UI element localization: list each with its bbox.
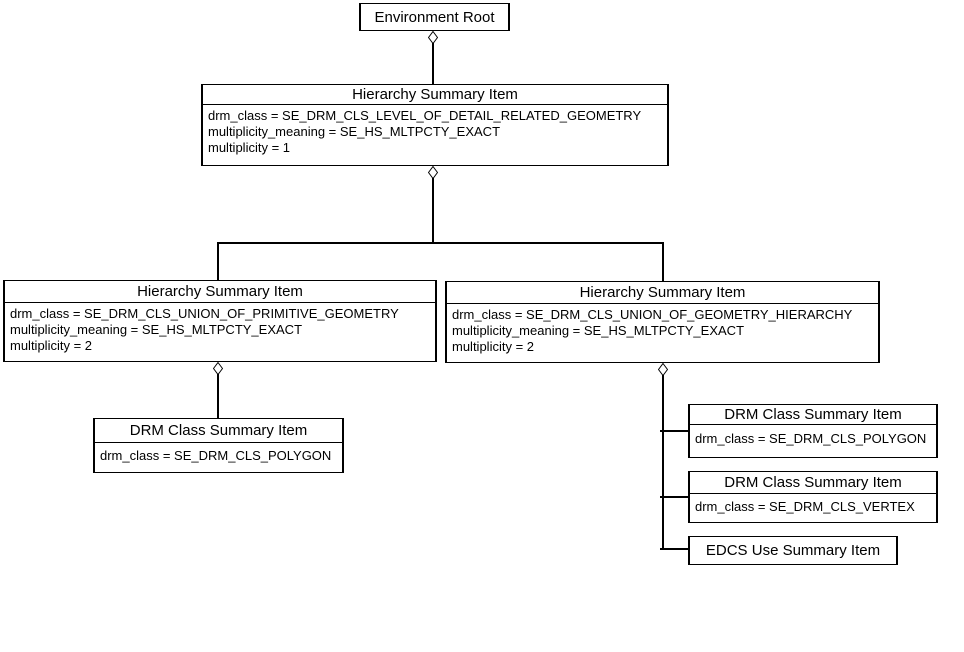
- attribute-drm-class: drm_class = SE_DRM_CLS_VERTEX: [695, 499, 915, 514]
- class-node-hierarchy-summary-item-root: Hierarchy Summary Item drm_class = SE_DR…: [201, 84, 669, 166]
- connector-line: [432, 43, 434, 84]
- node-title: EDCS Use Summary Item: [705, 542, 881, 559]
- node-title: Hierarchy Summary Item: [447, 282, 878, 304]
- attribute-multiplicity-meaning: multiplicity_meaning = SE_HS_MLTPCTY_EXA…: [10, 322, 303, 337]
- connector-line: [660, 496, 688, 498]
- attribute-drm-class: drm_class = SE_DRM_CLS_POLYGON: [100, 448, 332, 463]
- class-node-environment-root: Environment Root: [359, 3, 510, 31]
- node-title: Environment Root: [374, 8, 495, 26]
- class-node-drm-class-summary-item-polygon: DRM Class Summary Item drm_class = SE_DR…: [688, 404, 938, 458]
- attribute-drm-class: drm_class = SE_DRM_CLS_LEVEL_OF_DETAIL_R…: [208, 108, 642, 123]
- attribute-multiplicity: multiplicity = 1: [208, 140, 290, 155]
- attribute-multiplicity-meaning: multiplicity_meaning = SE_HS_MLTPCTY_EXA…: [208, 124, 501, 139]
- attribute-drm-class: drm_class = SE_DRM_CLS_UNION_OF_PRIMITIV…: [10, 306, 399, 321]
- attribute-multiplicity: multiplicity = 2: [452, 339, 534, 354]
- class-node-hierarchy-summary-item-left: Hierarchy Summary Item drm_class = SE_DR…: [3, 280, 437, 362]
- node-attributes: drm_class = SE_DRM_CLS_VERTEX: [690, 494, 936, 515]
- class-node-hierarchy-summary-item-right: Hierarchy Summary Item drm_class = SE_DR…: [445, 281, 880, 363]
- class-node-drm-class-summary-item-left: DRM Class Summary Item drm_class = SE_DR…: [93, 418, 344, 473]
- node-attributes: drm_class = SE_DRM_CLS_UNION_OF_GEOMETRY…: [447, 304, 878, 355]
- node-title: Hierarchy Summary Item: [5, 281, 435, 303]
- attribute-multiplicity: multiplicity = 2: [10, 338, 92, 353]
- attribute-multiplicity-meaning: multiplicity_meaning = SE_HS_MLTPCTY_EXA…: [452, 323, 745, 338]
- connector-line: [662, 242, 664, 281]
- attribute-drm-class: drm_class = SE_DRM_CLS_POLYGON: [695, 431, 927, 446]
- connector-line: [660, 548, 688, 550]
- node-title: DRM Class Summary Item: [690, 405, 936, 425]
- node-attributes: drm_class = SE_DRM_CLS_POLYGON: [690, 425, 936, 447]
- connector-line: [217, 242, 219, 280]
- node-attributes: drm_class = SE_DRM_CLS_POLYGON: [95, 443, 342, 464]
- node-attributes: drm_class = SE_DRM_CLS_LEVEL_OF_DETAIL_R…: [203, 105, 667, 156]
- connector-line: [660, 430, 688, 432]
- node-title: DRM Class Summary Item: [690, 472, 936, 494]
- node-title: DRM Class Summary Item: [95, 419, 342, 443]
- connector-line: [217, 374, 219, 418]
- connector-line: [432, 178, 434, 243]
- class-node-edcs-use-summary-item: EDCS Use Summary Item: [688, 536, 898, 565]
- attribute-drm-class: drm_class = SE_DRM_CLS_UNION_OF_GEOMETRY…: [452, 307, 853, 322]
- class-node-drm-class-summary-item-vertex: DRM Class Summary Item drm_class = SE_DR…: [688, 471, 938, 523]
- node-title: Hierarchy Summary Item: [203, 85, 667, 105]
- connector-line: [217, 242, 664, 244]
- connector-line: [662, 375, 664, 550]
- node-attributes: drm_class = SE_DRM_CLS_UNION_OF_PRIMITIV…: [5, 303, 435, 354]
